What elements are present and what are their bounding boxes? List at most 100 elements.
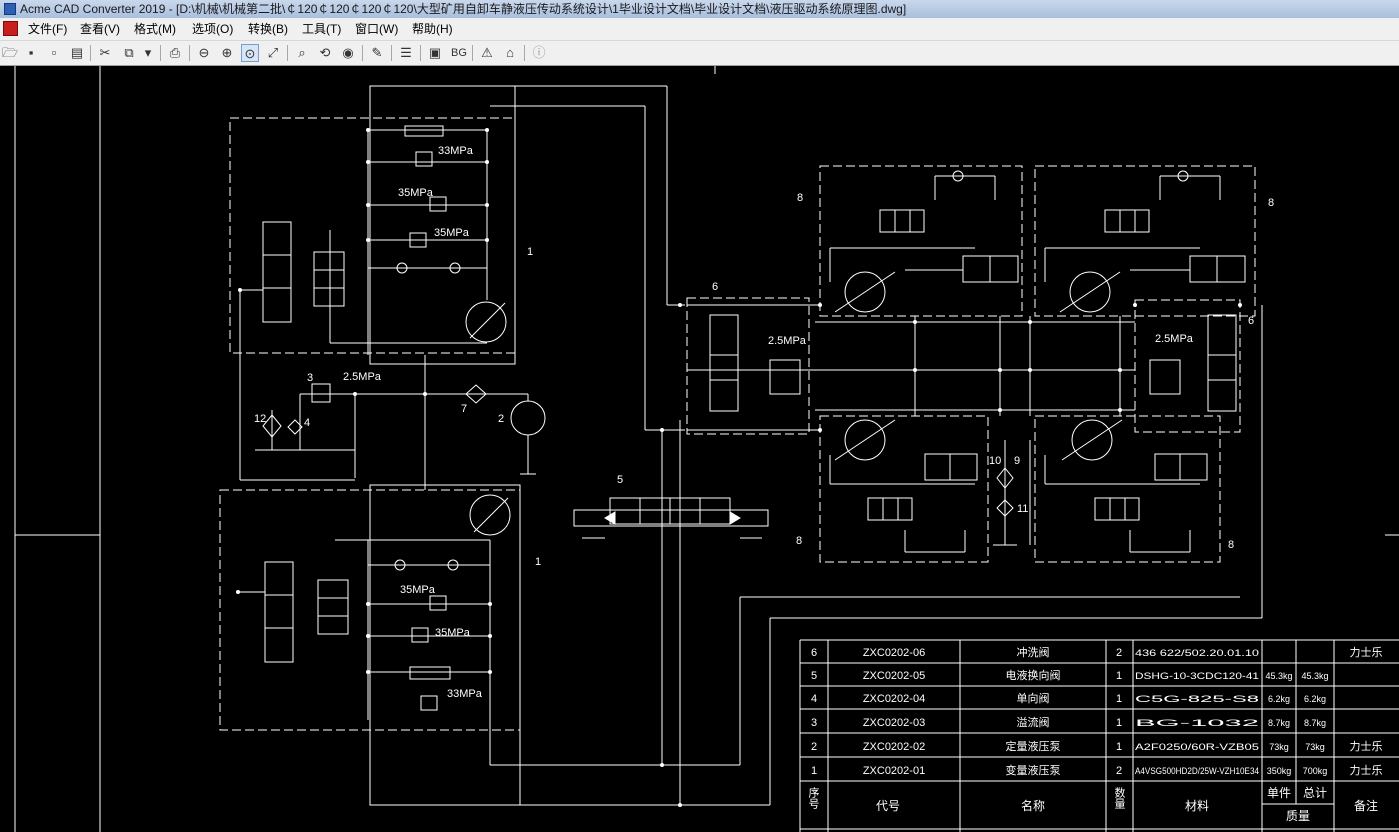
background-color-icon[interactable]: ▣ [428, 45, 442, 60]
markup-icon[interactable]: ✎ [371, 45, 383, 60]
menu-help[interactable]: 帮助(H) [412, 22, 453, 36]
bom-cell-material: A2F0250/60R-VZB05 [1135, 742, 1259, 752]
part-number-label: 2 [498, 413, 504, 425]
bom-cell-total: 8.7kg [1304, 718, 1326, 728]
menu-tools[interactable]: 工具(T) [302, 22, 342, 36]
bom-cell-total: 73kg [1305, 742, 1325, 752]
home-icon[interactable]: ⌂ [506, 45, 514, 60]
convert-icon[interactable]: ✂ [99, 45, 111, 60]
bom-cell-no: 1 [811, 765, 817, 777]
open-folder-icon[interactable]: 🗁 [1, 45, 19, 60]
pressure-label: 35MPa [434, 227, 470, 239]
warning-icon[interactable]: ⚠ [481, 45, 493, 60]
bom-cell-unit: 73kg [1269, 742, 1289, 752]
bom-cell-material: 436 622/502.20.01.10 [1135, 648, 1259, 658]
bom-header-material: 材料 [1185, 799, 1209, 813]
part-number-label: 4 [304, 417, 310, 429]
bom-header-unit: 单件 [1267, 786, 1291, 800]
bom-cell-name: 冲洗阀 [1017, 645, 1050, 659]
pressure-label: 33MPa [438, 145, 474, 157]
bom-cell-name: 定量液压泵 [1006, 739, 1061, 753]
pressure-label: 2.5MPa [1155, 333, 1194, 345]
bg-button[interactable]: BG [451, 47, 467, 59]
bom-cell-qty: 1 [1116, 741, 1122, 753]
bom-cell-qty: 1 [1116, 717, 1122, 729]
bom-cell-code: ZXC0202-03 [863, 717, 925, 729]
bom-cell-remark: 力士乐 [1350, 740, 1383, 753]
print-icon[interactable]: ⎙ [169, 45, 181, 60]
bom-cell-unit: 8.7kg [1268, 718, 1290, 728]
copy-icon[interactable]: ⧉ [124, 45, 134, 60]
menu-format[interactable]: 格式(M) [134, 22, 176, 36]
schematic-drawing: 33MPa 35MPa 35MPa 35MPa 35MPa 33MPa 2.5M… [14, 66, 1399, 832]
batch-convert-icon[interactable]: ▤ [70, 45, 84, 60]
toolbar: 🗁 ▪ ▫ ▤ ✂ ⧉ ▾ ⎙ ⊖ ⊕ ⊙ ⤢ ⌕ ⟲ ◉ ✎ ☰ ▣ BG ⚠… [0, 41, 1399, 66]
bom-header-remark: 备注 [1354, 798, 1378, 813]
menu-file[interactable]: 文件(F) [28, 22, 68, 36]
bom-header-code: 代号 [876, 799, 900, 813]
bom-cell-code: ZXC0202-01 [863, 765, 925, 777]
dropdown-arrow-icon[interactable]: ▾ [144, 45, 152, 60]
part-number-label: 8 [1268, 197, 1274, 209]
pressure-label: 35MPa [398, 187, 434, 199]
bom-header-qty: 数量 [1113, 787, 1126, 809]
pressure-label: 2.5MPa [768, 335, 807, 347]
part-number-label: 6 [712, 281, 718, 293]
part-number-label: 1 [527, 246, 533, 258]
save-as-icon[interactable]: ▫ [51, 45, 57, 60]
pressure-label: 2.5MPa [343, 371, 382, 383]
bom-cell-material: C5G-825-S8 [1135, 694, 1259, 704]
bom-header-mass: 质量 [1286, 809, 1310, 823]
part-number-label: 12 [254, 413, 266, 425]
bom-header-total: 总计 [1303, 786, 1327, 800]
part-number-label: 6 [1248, 315, 1254, 327]
part-number-label: 3 [307, 372, 313, 384]
layers-icon[interactable]: ☰ [400, 45, 412, 60]
toolbar-separator [524, 45, 525, 61]
toolbar-separator [287, 45, 288, 61]
bom-cell-total: 45.3kg [1301, 671, 1328, 681]
toolbar-separator [472, 45, 473, 61]
zoom-in-icon[interactable]: ⊕ [221, 45, 233, 60]
toolbar-separator [189, 45, 190, 61]
bom-cell-code: ZXC0202-04 [863, 693, 925, 705]
zoom-window-icon[interactable]: ⊙ [241, 44, 259, 62]
zoom-extents-icon[interactable]: ⌕ [298, 45, 306, 60]
bom-cell-material: DSHG-10-3CDC120-41 [1135, 671, 1259, 681]
part-number-label: 10 [989, 455, 1001, 467]
bom-cell-no: 2 [811, 741, 817, 753]
bom-cell-material: BG-1032 [1135, 718, 1259, 728]
menu-view[interactable]: 查看(V) [80, 22, 120, 36]
bom-cell-qty: 1 [1116, 670, 1122, 682]
toolbar-separator [420, 45, 421, 61]
bom-header-no: 序号 [807, 786, 820, 810]
pressure-label: 33MPa [447, 688, 483, 700]
view-eye-icon[interactable]: ◉ [342, 45, 354, 60]
zoom-previous-icon[interactable]: ⟲ [319, 45, 331, 60]
menu-convert[interactable]: 转换(B) [248, 22, 288, 36]
toolbar-separator [90, 45, 91, 61]
bom-cell-no: 5 [811, 670, 817, 682]
drawing-canvas[interactable]: 33MPa 35MPa 35MPa 35MPa 35MPa 33MPa 2.5M… [0, 66, 1399, 832]
zoom-realtime-icon[interactable]: ⤢ [267, 45, 279, 60]
info-icon[interactable]: ⓘ [532, 45, 546, 60]
menu-bar: 文件(F) 查看(V) 格式(M) 选项(O) 转换(B) 工具(T) 窗口(W… [0, 18, 1399, 41]
bom-cell-remark: 力士乐 [1350, 764, 1383, 777]
save-icon[interactable]: ▪ [28, 45, 34, 60]
bom-header-name: 名称 [1021, 798, 1045, 813]
pressure-label: 35MPa [400, 584, 436, 596]
menu-window[interactable]: 窗口(W) [355, 22, 399, 36]
part-number-label: 9 [1014, 455, 1020, 467]
toolbar-separator [160, 45, 161, 61]
bom-cell-no: 4 [811, 693, 817, 705]
bom-cell-code: ZXC0202-02 [863, 741, 925, 753]
toolbar-separator [362, 45, 363, 61]
bom-cell-name: 溢流阀 [1017, 715, 1050, 729]
document-icon[interactable] [3, 21, 18, 36]
window-title: Acme CAD Converter 2019 - [D:\机械\机械第二批\￠… [20, 2, 907, 16]
menu-options[interactable]: 选项(O) [192, 22, 234, 36]
bom-cell-code: ZXC0202-05 [863, 670, 925, 682]
zoom-out-icon[interactable]: ⊖ [198, 45, 210, 60]
bom-cell-unit: 6.2kg [1268, 694, 1290, 704]
